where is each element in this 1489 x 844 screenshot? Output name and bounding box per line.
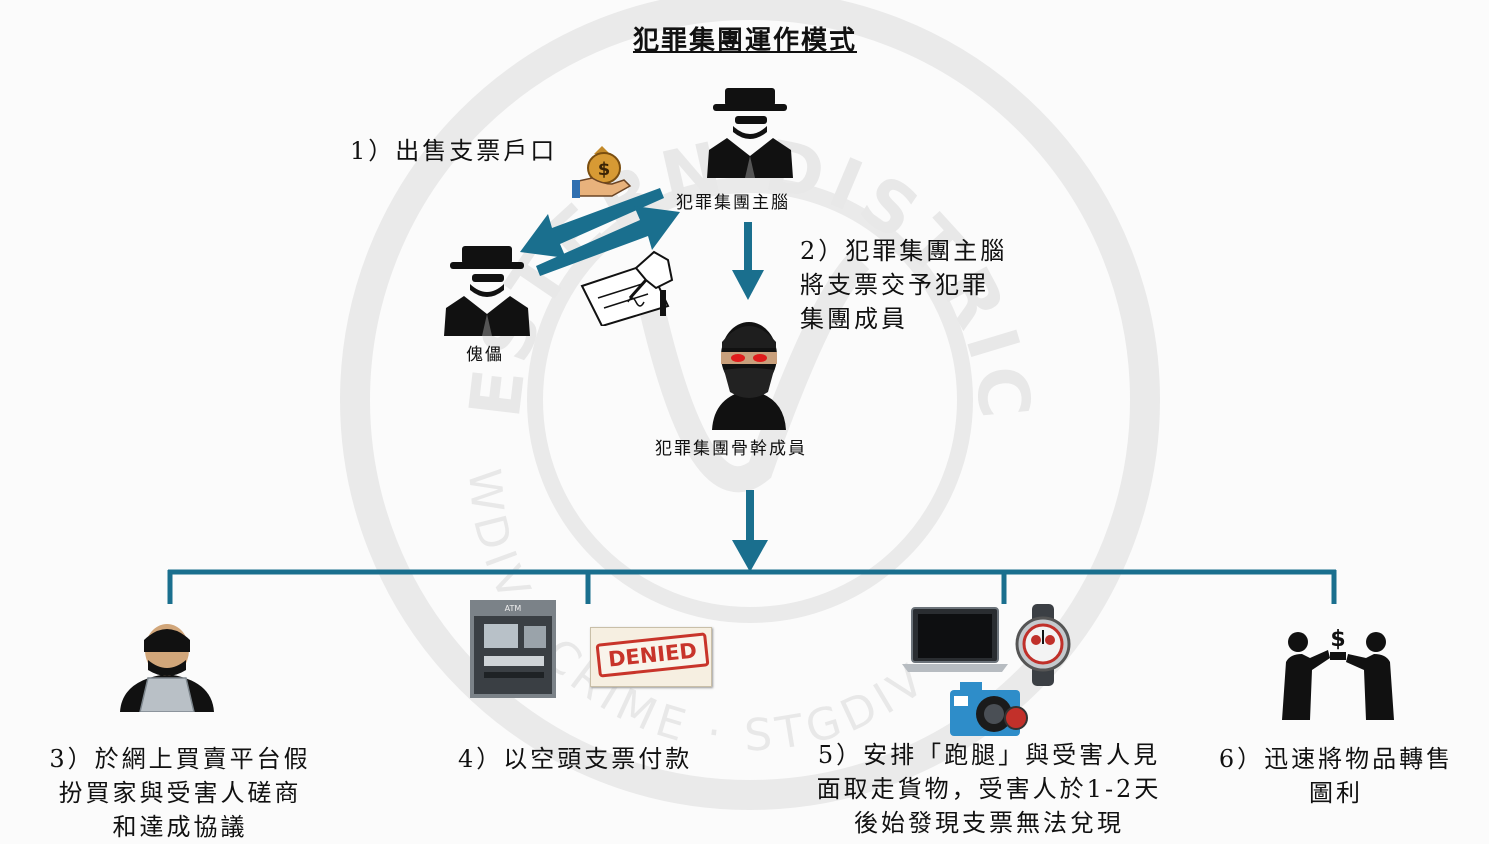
atm-icon	[470, 600, 556, 698]
atm-label: ATM	[504, 604, 522, 613]
arrow-to-bus-head	[732, 540, 768, 572]
atm-label-area: ATM	[470, 600, 556, 616]
core-member-label: 犯罪集團骨幹成員	[655, 439, 807, 459]
arrow-puppet-to-mastermind	[536, 206, 680, 276]
step4-text: 4）以空頭支票付款	[458, 745, 693, 773]
cash-exchange-icon: $	[1282, 627, 1394, 720]
step2-text: 2）犯罪集團主腦 將支票交予犯罪 集團成員	[800, 237, 1008, 333]
puppet-label: 傀儡	[466, 345, 504, 365]
arrow-to-bus-shaft	[746, 490, 754, 542]
cash-symbol: $	[1330, 627, 1345, 652]
distribution-bus	[167, 569, 1337, 604]
money-bag-symbol: $	[598, 159, 611, 180]
step6-text: 6）迅速將物品轉售 圖利	[1218, 745, 1454, 807]
laptop-icon	[902, 607, 1008, 672]
mastermind-spy-icon	[707, 88, 793, 178]
puppet-spy-icon	[444, 246, 530, 336]
denied-cheque-icon: DENIED	[590, 627, 712, 687]
arrow-mastermind-to-puppet	[520, 188, 664, 258]
camera-icon	[950, 682, 1028, 736]
signing-cheque-icon	[580, 250, 674, 326]
money-bag-hand-icon: $	[572, 146, 632, 198]
mastermind-label: 犯罪集團主腦	[676, 193, 790, 213]
arrow-down-shaft	[744, 222, 752, 270]
step5-text: 5）安排「跑腿」與受害人見 面取走貨物，受害人於1-2天 後始發現支票無法兌現	[816, 741, 1162, 837]
diagram-title: 犯罪集團運作模式	[632, 26, 857, 56]
wristwatch-icon	[1015, 604, 1071, 686]
arrow-down-head	[732, 270, 764, 300]
step3-text: 3）於網上買賣平台假 扮買家與受害人磋商 和達成協議	[49, 745, 311, 841]
denied-stamp: DENIED	[595, 632, 710, 678]
step1-text: 1）出售支票戶口	[350, 137, 558, 165]
masked-criminal-icon	[712, 322, 786, 430]
hacker-laptop-icon	[120, 624, 214, 712]
